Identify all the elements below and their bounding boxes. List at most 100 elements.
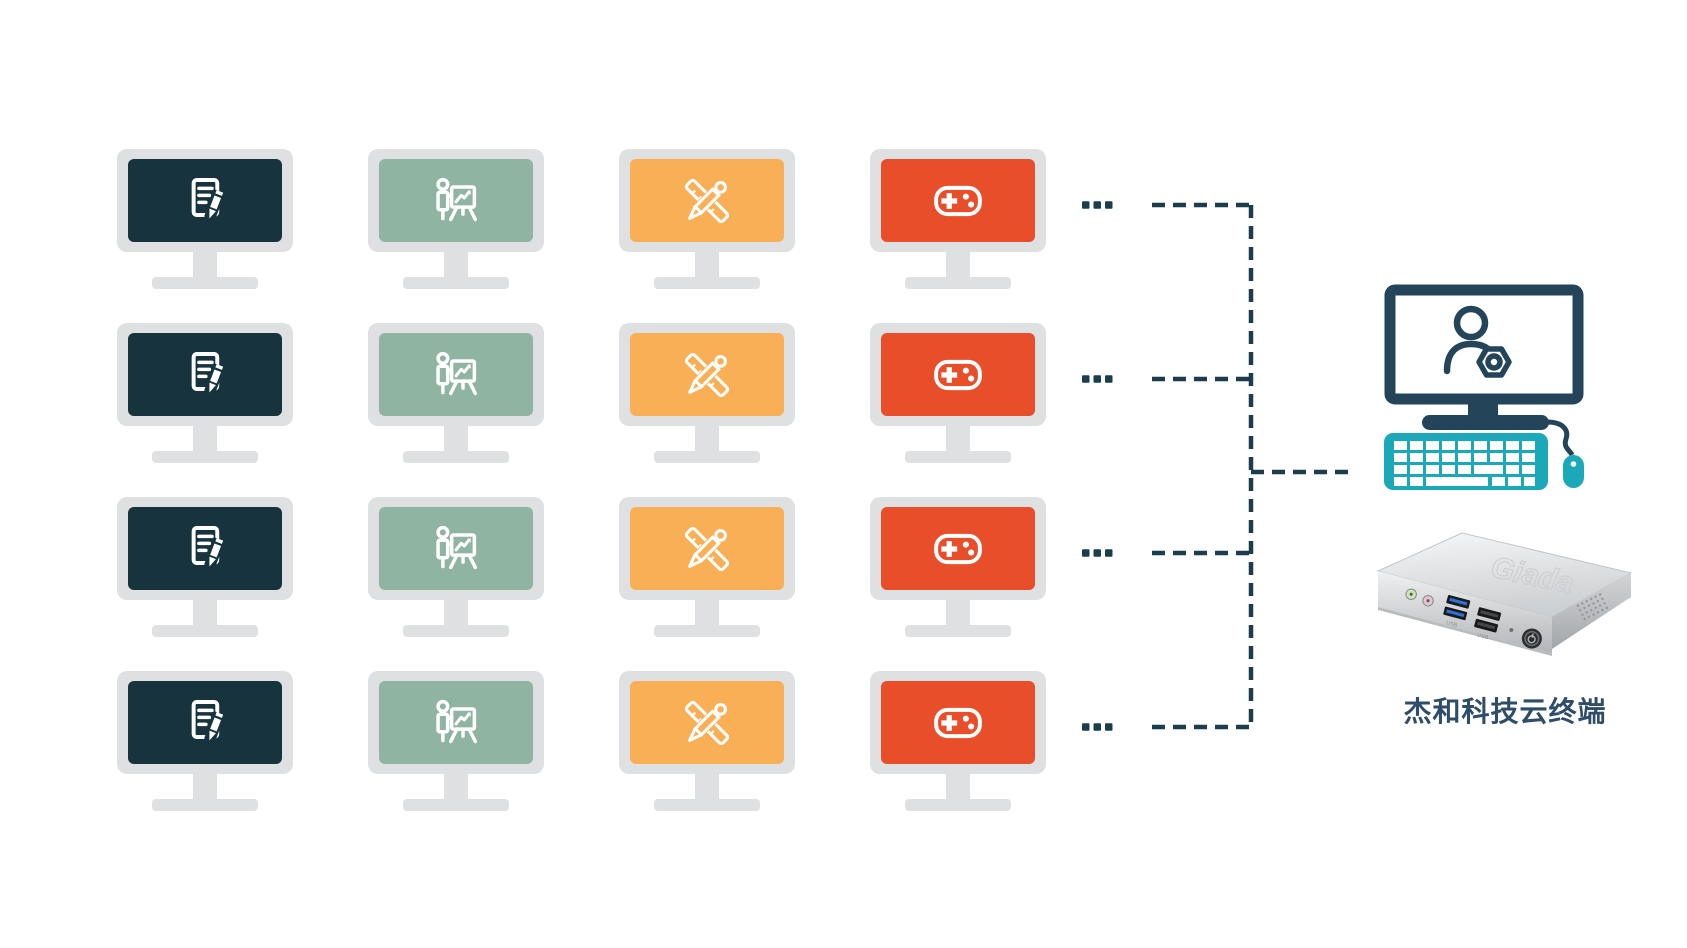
row-1-link — [1082, 201, 1251, 209]
monitor-stand-base — [152, 625, 258, 637]
monitor-stand-neck — [695, 425, 719, 451]
monitor-stand-base — [403, 625, 509, 637]
design-screen — [630, 333, 784, 416]
ellipsis-icon — [1082, 549, 1113, 557]
presentation-screen — [379, 507, 533, 590]
audio-jack-pink-hole — [1426, 599, 1430, 603]
monitor-stand-neck — [193, 773, 217, 799]
presentation-chart-icon — [428, 347, 484, 403]
design-tools-icon — [679, 347, 735, 403]
monitor-frame — [117, 149, 293, 252]
gaming-screen — [881, 159, 1035, 242]
monitor-stand-neck — [444, 773, 468, 799]
usb-port-label: USB — [1476, 633, 1489, 642]
mouse-illustration — [1563, 455, 1584, 488]
monitor-frame — [368, 671, 544, 774]
mouse-cable — [1546, 419, 1575, 457]
keyboard-illustration — [1384, 433, 1548, 490]
monitor-frame — [870, 323, 1046, 426]
monitor-stand-base — [905, 277, 1011, 289]
monitor-design-row1 — [619, 149, 795, 289]
monitor-design-row4 — [619, 671, 795, 811]
monitor-stand-neck — [946, 251, 970, 277]
monitor-gaming-row4 — [870, 671, 1046, 811]
monitor-frame — [870, 149, 1046, 252]
monitor-stand-base — [654, 799, 760, 811]
design-tools-icon — [679, 695, 735, 751]
monitor-stand-neck — [946, 425, 970, 451]
office-screen — [128, 507, 282, 590]
ellipsis-icon — [1082, 201, 1113, 209]
monitor-gaming-row3 — [870, 497, 1046, 637]
presentation-screen — [379, 159, 533, 242]
monitor-gaming-row2 — [870, 323, 1046, 463]
monitor-stand-base — [403, 277, 509, 289]
user-settings-icon — [1443, 305, 1512, 378]
monitor-stand-neck — [695, 251, 719, 277]
monitor-frame — [870, 671, 1046, 774]
monitor-stand-base — [905, 625, 1011, 637]
monitor-gaming-row1 — [870, 149, 1046, 289]
gamepad-icon — [930, 347, 986, 403]
monitor-frame — [619, 323, 795, 426]
gamepad-icon — [930, 521, 986, 577]
row-3-link — [1082, 549, 1251, 557]
monitor-stand-base — [1422, 415, 1549, 430]
office-screen — [128, 159, 282, 242]
gamepad-icon — [930, 173, 986, 229]
monitor-stand-base — [905, 799, 1011, 811]
monitor-presentation-row3 — [368, 497, 544, 637]
row-4-link — [1082, 723, 1251, 731]
power-button — [1521, 628, 1542, 649]
design-screen — [630, 681, 784, 764]
audio-jack-green-hole — [1409, 592, 1413, 596]
reset-pinhole — [1509, 628, 1514, 633]
document-edit-icon — [177, 521, 233, 577]
admin-workstation — [1375, 275, 1590, 505]
presentation-chart-icon — [428, 695, 484, 751]
ellipsis-icon — [1082, 723, 1113, 731]
office-screen — [128, 681, 282, 764]
office-screen — [128, 333, 282, 416]
design-screen — [630, 159, 784, 242]
gaming-screen — [881, 507, 1035, 590]
monitor-frame — [870, 497, 1046, 600]
monitor-office-row3 — [117, 497, 293, 637]
gaming-screen — [881, 681, 1035, 764]
monitor-stand-neck — [193, 599, 217, 625]
monitor-frame — [368, 149, 544, 252]
monitor-presentation-row1 — [368, 149, 544, 289]
monitor-stand-neck — [193, 425, 217, 451]
monitor-frame — [368, 323, 544, 426]
device-bottom-edge — [1378, 607, 1552, 656]
document-edit-icon — [177, 695, 233, 751]
gaming-screen — [881, 333, 1035, 416]
monitor-frame — [619, 671, 795, 774]
row-2-link — [1082, 375, 1251, 383]
monitor-frame — [117, 497, 293, 600]
device-caption: 杰和科技云终端 — [1403, 695, 1607, 728]
monitor-office-row2 — [117, 323, 293, 463]
monitor-stand-neck — [695, 599, 719, 625]
monitor-stand-neck — [946, 773, 970, 799]
presentation-chart-icon — [428, 173, 484, 229]
monitor-office-row1 — [117, 149, 293, 289]
monitor-stand-base — [152, 277, 258, 289]
monitor-frame — [117, 323, 293, 426]
monitor-frame — [619, 497, 795, 600]
monitor-stand-base — [654, 451, 760, 463]
usb-port-label: USB — [1446, 620, 1459, 629]
usb2-ports — [1474, 607, 1502, 633]
monitor-stand-base — [654, 625, 760, 637]
cloud-terminal-device: Giada — [1372, 525, 1637, 670]
presentation-chart-icon — [428, 521, 484, 577]
document-edit-icon — [177, 173, 233, 229]
monitor-stand-base — [152, 799, 258, 811]
ellipsis-icon — [1082, 375, 1113, 383]
monitor-stand-base — [152, 451, 258, 463]
usb3-ports — [1443, 594, 1471, 621]
monitor-stand-base — [905, 451, 1011, 463]
design-tools-icon — [679, 173, 735, 229]
presentation-screen — [379, 681, 533, 764]
monitor-presentation-row4 — [368, 671, 544, 811]
